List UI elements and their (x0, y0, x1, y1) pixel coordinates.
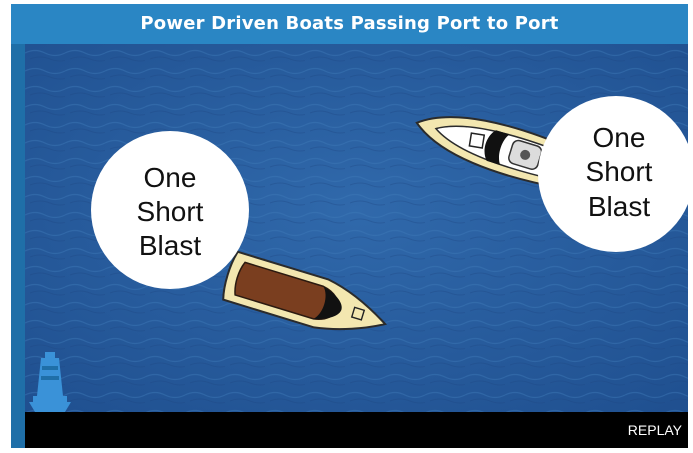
bubble-right-line-2: Short (586, 156, 653, 187)
bubble-right-line-1: One (593, 122, 646, 153)
replay-button[interactable]: REPLAY (628, 412, 682, 448)
water-scene: One Short Blast One Short Blast (25, 44, 688, 412)
speech-bubble-right: One Short Blast (538, 96, 688, 252)
app-frame: Power Driven Boats Passing Port to Port (11, 4, 688, 448)
bubble-left-line-2: Short (137, 196, 204, 227)
bubble-left-line-1: One (144, 162, 197, 193)
bubble-right-line-3: Blast (588, 191, 650, 222)
bubble-left-line-3: Blast (139, 230, 201, 261)
page-title: Power Driven Boats Passing Port to Port (11, 4, 688, 44)
control-bar: REPLAY (25, 412, 688, 448)
speech-bubble-left: One Short Blast (91, 131, 249, 289)
